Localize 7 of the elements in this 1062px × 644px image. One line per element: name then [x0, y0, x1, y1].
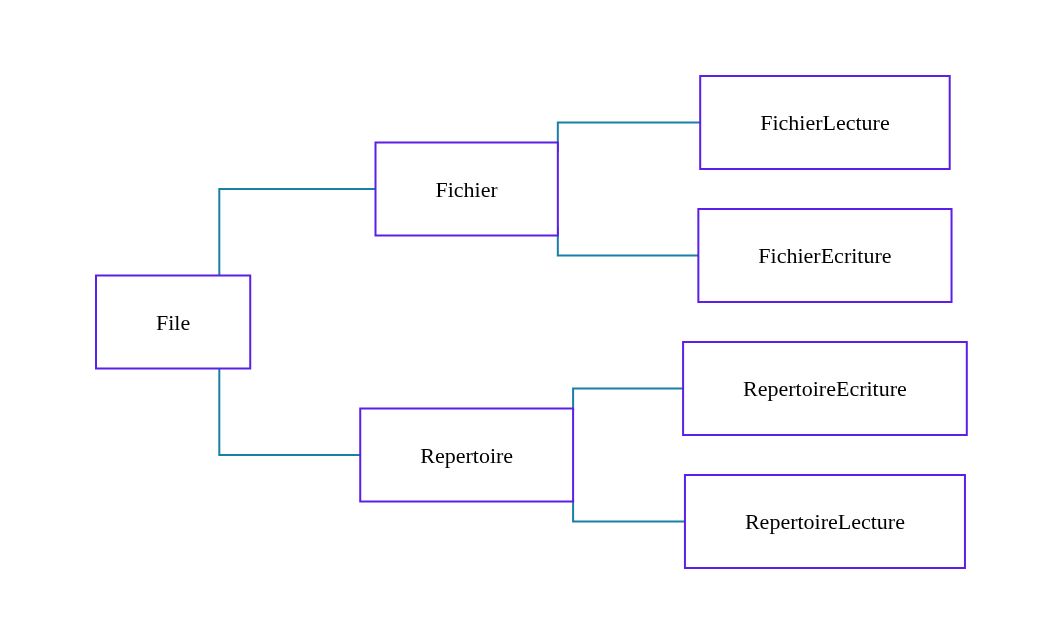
node-box: RepertoireEcriture — [681, 341, 968, 436]
node-box: FichierLecture — [698, 75, 951, 170]
node-box: File — [94, 274, 251, 370]
node-box: Fichier — [374, 141, 559, 237]
node-box: FichierEcriture — [696, 208, 953, 303]
node-box: Repertoire — [358, 407, 574, 503]
node-box: RepertoireLecture — [683, 474, 966, 569]
